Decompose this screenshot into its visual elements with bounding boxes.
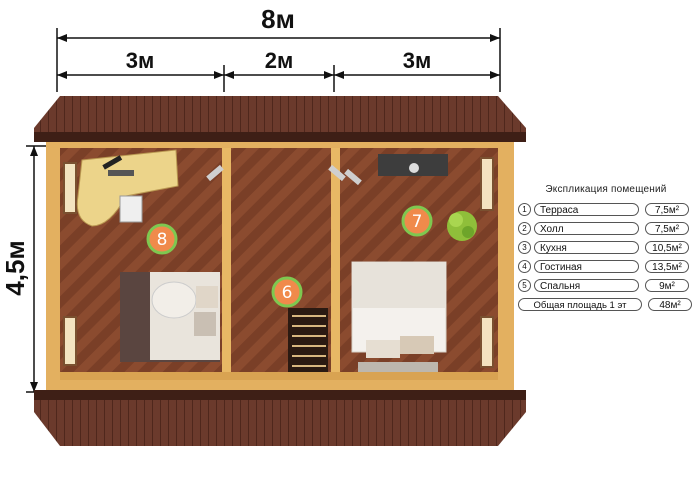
- right-section-width-label: 3м: [403, 48, 432, 73]
- middle-section-width-label: 2м: [265, 48, 294, 73]
- stairs-icon: [288, 308, 328, 372]
- room-explication-legend: Экспликация помещений 1 Терраса 7,5м² 2 …: [518, 184, 694, 316]
- depth-label: 4,5м: [0, 240, 30, 295]
- room-number-label: 8: [157, 230, 168, 250]
- legend-total-label: Общая площадь 1 эт: [518, 298, 642, 311]
- bed-icon: [120, 272, 220, 362]
- legend-row-area: 7,5м²: [645, 203, 689, 216]
- room-number-label: 7: [412, 212, 423, 232]
- partition-left: [222, 148, 231, 380]
- legend-total-row: Общая площадь 1 эт 48м²: [518, 297, 694, 312]
- legend-title: Экспликация помещений: [545, 184, 667, 195]
- door-icon: [328, 164, 346, 182]
- legend-row-area: 9м²: [645, 279, 689, 292]
- dimension-lines: [26, 28, 501, 393]
- legend-row-name: Кухня: [534, 241, 639, 254]
- legend-row-area: 13,5м²: [645, 260, 689, 273]
- bed-icon: [351, 261, 447, 372]
- left-section-width-label: 3м: [126, 48, 155, 73]
- desk-icon: [76, 149, 179, 227]
- bottom-wall-inner: [60, 372, 498, 380]
- room-badge-8: 8: [146, 223, 178, 255]
- room-badge-6: 6: [271, 276, 303, 308]
- total-width-label: 8м: [261, 4, 295, 34]
- bottom-roof: [34, 390, 526, 446]
- legend-row-number: 1: [518, 203, 531, 216]
- legend-row-name: Терраса: [534, 203, 639, 216]
- legend-row-name: Холл: [534, 222, 639, 235]
- legend-row: 4 Гостиная 13,5м²: [518, 259, 694, 274]
- legend-row-name: Гостиная: [534, 260, 639, 273]
- legend-row-area: 7,5м²: [645, 222, 689, 235]
- window-icon: [63, 157, 494, 368]
- legend-row-number: 2: [518, 222, 531, 235]
- legend-row: 2 Холл 7,5м²: [518, 221, 694, 236]
- plant-icon: [447, 211, 477, 241]
- room-number-label: 6: [282, 283, 293, 303]
- legend-row: 3 Кухня 10,5м²: [518, 240, 694, 255]
- room-badge-7: 7: [401, 205, 433, 237]
- legend-row-number: 5: [518, 279, 531, 292]
- door-icon: [344, 168, 362, 186]
- legend-row-name: Спальня: [534, 279, 639, 292]
- legend-row: 1 Терраса 7,5м²: [518, 202, 694, 217]
- door-icon: [206, 164, 224, 182]
- legend-row: 5 Спальня 9м²: [518, 278, 694, 293]
- legend-total-area: 48м²: [648, 298, 692, 311]
- legend-row-area: 10,5м²: [645, 241, 689, 254]
- legend-row-number: 3: [518, 241, 531, 254]
- partition-right: [331, 148, 340, 380]
- tv-stand-icon: [378, 154, 448, 176]
- legend-row-number: 4: [518, 260, 531, 273]
- top-roof: [34, 96, 526, 142]
